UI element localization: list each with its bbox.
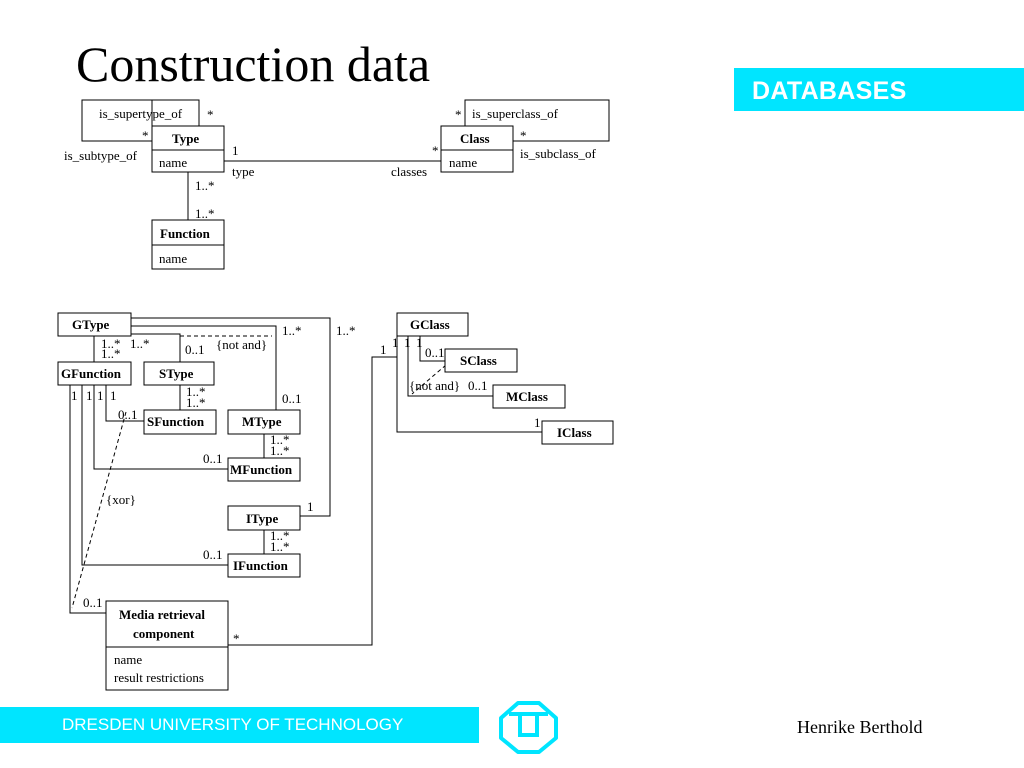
class-mtype-name: MType	[242, 414, 282, 429]
mult-gfunction-media-01: 0..1	[83, 595, 103, 610]
mult-gclass-sclass-01: 0..1	[425, 345, 445, 360]
mult-mtype-mfunction-1: 1..*	[270, 432, 290, 447]
class-gfunction-name: GFunction	[61, 366, 122, 381]
label-is-supertype-of: is_supertype_of	[99, 106, 183, 121]
class-sfunction-name: SFunction	[147, 414, 205, 429]
class-function: Function name	[151, 219, 225, 270]
class-class-attr: name	[449, 155, 477, 170]
mult-mtype-mfunction-2: 1..*	[270, 443, 290, 458]
class-mfunction-name: MFunction	[230, 462, 293, 477]
mult-itype-ifunction-2: 1..*	[270, 539, 290, 554]
mult-gtype-gfunction-2: 1..*	[101, 346, 121, 361]
class-type: Type name	[151, 125, 225, 173]
mult-gclass-1b: 1	[404, 335, 411, 350]
mult-gtype-stype-1: 1..*	[130, 336, 150, 351]
mult-itype-ifunction-1: 1..*	[270, 528, 290, 543]
class-iclass-name: IClass	[557, 425, 592, 440]
class-itype: IType	[227, 505, 301, 531]
mult-gfunction-1d: 1	[110, 388, 117, 403]
section-badge-label: DATABASES	[752, 77, 907, 105]
class-mtype: MType	[227, 409, 301, 435]
mult-gfunction-1a: 1	[71, 388, 78, 403]
constraint-not-and-classes: {not and}	[409, 378, 460, 393]
mult-class-star: *	[432, 143, 439, 158]
mult-gfunction-mfunction-01: 0..1	[203, 451, 223, 466]
class-type-name: Type	[172, 131, 199, 146]
mult-gfunction-sfunction-01: 0..1	[118, 407, 138, 422]
constraint-not-and-types: {not and}	[216, 337, 267, 352]
mult-type-function-top: 1..*	[195, 178, 215, 193]
class-media-name-line2: component	[133, 626, 195, 641]
mult-gtype-stype-01: 0..1	[185, 342, 205, 357]
class-stype: SType	[143, 361, 215, 386]
class-class: Class name	[440, 125, 514, 173]
mult-gclass-iclass-one: 1	[534, 415, 541, 430]
section-badge: DATABASES	[734, 68, 1024, 111]
tu-dresden-logo-icon	[499, 701, 558, 754]
author-name: Henrike Berthold	[797, 717, 923, 737]
mult-gtype-mtype-1: 1..*	[282, 323, 302, 338]
class-function-name: Function	[160, 226, 211, 241]
class-function-attr: name	[159, 251, 187, 266]
constraint-xor: {xor}	[106, 492, 136, 507]
class-gtype: GType	[57, 312, 132, 337]
mult-gclass-1c: 1	[416, 335, 423, 350]
label-classes-role: classes	[391, 164, 427, 179]
class-mclass: MClass	[492, 384, 566, 409]
class-gclass: GClass	[396, 312, 469, 337]
mult-class-sub: *	[520, 128, 527, 143]
mult-gclass-1a: 1	[392, 335, 399, 350]
mult-gtype-mtype-01: 0..1	[282, 391, 302, 406]
mult-gtype-itype-one: 1	[307, 499, 314, 514]
mult-media-gclass-star: *	[233, 631, 240, 646]
class-mfunction: MFunction	[227, 457, 301, 482]
class-sfunction: SFunction	[143, 409, 217, 435]
class-media-attr-name: name	[114, 652, 142, 667]
label-is-superclass-of: is_superclass_of	[472, 106, 559, 121]
class-gfunction: GFunction	[57, 361, 132, 386]
mult-media-gclass-one: 1	[380, 342, 387, 357]
class-gclass-name: GClass	[410, 317, 450, 332]
mult-gfunction-1c: 1	[97, 388, 104, 403]
label-is-subclass-of: is_subclass_of	[520, 146, 597, 161]
class-stype-name: SType	[159, 366, 194, 381]
label-type-role: type	[232, 164, 255, 179]
footer-university: DRESDEN UNIVERSITY OF TECHNOLOGY	[62, 715, 404, 734]
mult-gtype-itype-1: 1..*	[336, 323, 356, 338]
mult-type-function-bottom: 1..*	[195, 206, 215, 221]
class-gtype-name: GType	[72, 317, 110, 332]
class-class-name: Class	[460, 131, 490, 146]
slide-title: Construction data	[76, 36, 431, 92]
class-sclass: SClass	[444, 348, 518, 373]
mult-gtype-gfunction-1: 1..*	[101, 336, 121, 351]
mult-type-sub: *	[142, 128, 149, 143]
mult-stype-sfunction-2: 1..*	[186, 395, 206, 410]
class-itype-name: IType	[246, 511, 278, 526]
class-media-retrieval-component: Media retrieval component name result re…	[105, 600, 229, 691]
class-ifunction-name: IFunction	[233, 558, 289, 573]
class-media-name-line1: Media retrieval	[119, 607, 205, 622]
class-ifunction: IFunction	[227, 553, 301, 578]
mult-gfunction-ifunction-01: 0..1	[203, 547, 223, 562]
class-media-attr-restrictions: result restrictions	[114, 670, 204, 685]
mult-type-super: *	[207, 107, 214, 122]
mult-gfunction-1b: 1	[86, 388, 93, 403]
footer-bar: DRESDEN UNIVERSITY OF TECHNOLOGY	[0, 707, 479, 743]
class-iclass: IClass	[541, 420, 614, 445]
mult-class-super: *	[455, 107, 462, 122]
label-is-subtype-of: is_subtype_of	[64, 148, 138, 163]
mult-stype-sfunction-1: 1..*	[186, 384, 206, 399]
mult-type-one: 1	[232, 143, 239, 158]
class-mclass-name: MClass	[506, 389, 548, 404]
class-type-attr: name	[159, 155, 187, 170]
class-sclass-name: SClass	[460, 353, 497, 368]
mult-gclass-mclass-01: 0..1	[468, 378, 488, 393]
